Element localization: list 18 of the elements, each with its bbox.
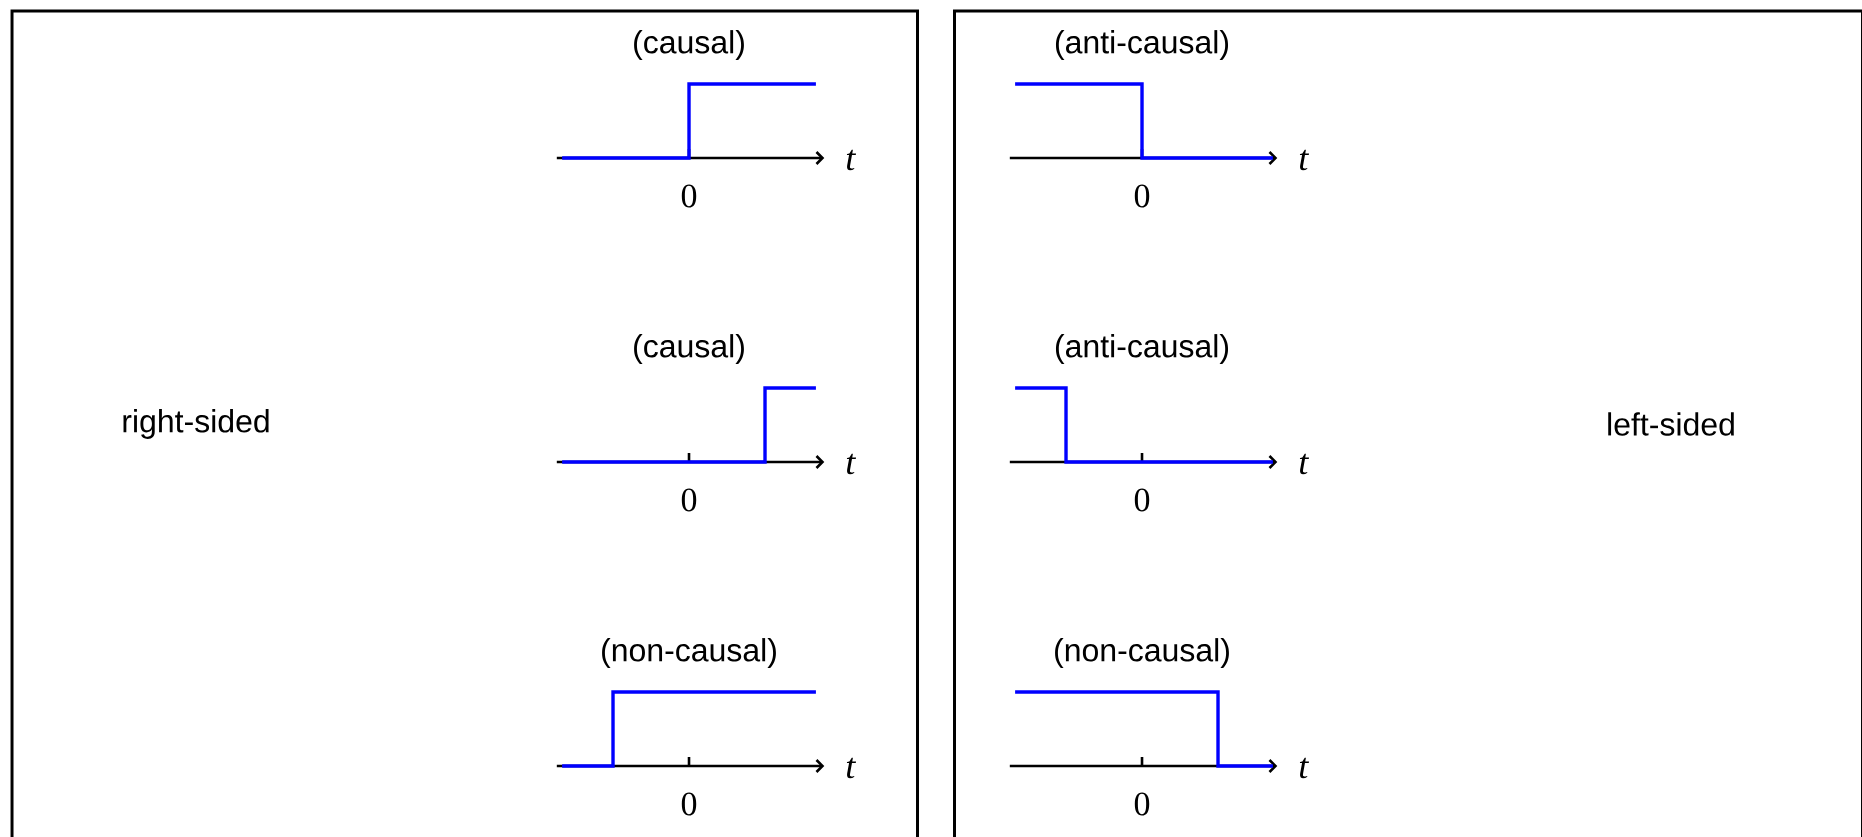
plot-caption: (causal) (634, 30, 744, 60)
axis-label: t (846, 453, 857, 475)
tick-label: 0 (681, 488, 697, 512)
tick-label: 0 (1134, 184, 1150, 208)
plot-caption: (non-causal) (1055, 638, 1229, 668)
tick-label: 0 (681, 792, 697, 816)
tick-label: 0 (681, 184, 697, 208)
plot-caption: (anti-causal) (1055, 334, 1229, 364)
tick-label: 0 (1134, 792, 1150, 816)
tick-label: 0 (1134, 488, 1150, 512)
plot-caption: (non-causal) (602, 638, 776, 668)
plot-caption: (causal) (634, 334, 744, 364)
axis-label: t (1299, 453, 1310, 475)
axis-label: t (1299, 757, 1310, 779)
plot-caption: (anti-causal) (1055, 30, 1229, 60)
axis-label: t (846, 757, 857, 779)
axis-label: t (846, 149, 857, 171)
axis-label: t (1299, 149, 1310, 171)
